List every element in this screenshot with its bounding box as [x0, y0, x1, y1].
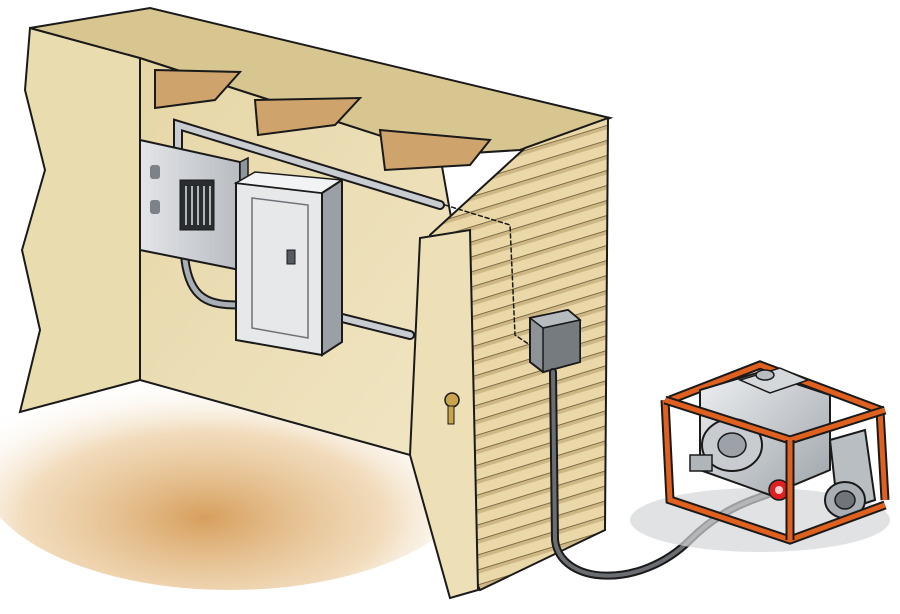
left-interior-wall — [18, 26, 141, 414]
conduit — [173, 118, 531, 346]
conduit-top-fill — [175, 120, 443, 208]
exterior-inlet-box — [528, 308, 582, 374]
joist-3 — [378, 128, 492, 172]
panel-latch-icon — [286, 249, 296, 265]
portable-generator — [630, 360, 890, 552]
main-service-panel — [233, 171, 345, 357]
fuel-cap-icon — [755, 369, 775, 381]
generator-outlet — [689, 454, 713, 472]
panel-door — [251, 197, 309, 339]
joist-1 — [154, 68, 243, 110]
hidden-conduit — [444, 204, 531, 346]
door — [408, 228, 480, 600]
door-strike-plate — [447, 405, 455, 425]
joist-2 — [253, 96, 363, 137]
breaker-block — [179, 179, 215, 231]
flex-conduit-fill — [182, 257, 241, 308]
ceiling-edge — [29, 6, 614, 157]
panel-knockout-1 — [150, 165, 160, 179]
door-knob-icon — [444, 392, 460, 408]
conduit-lower-fill — [327, 312, 413, 338]
transfer-switch-panel — [139, 138, 249, 272]
panel-knockout-2 — [150, 200, 160, 214]
joists — [154, 68, 492, 172]
